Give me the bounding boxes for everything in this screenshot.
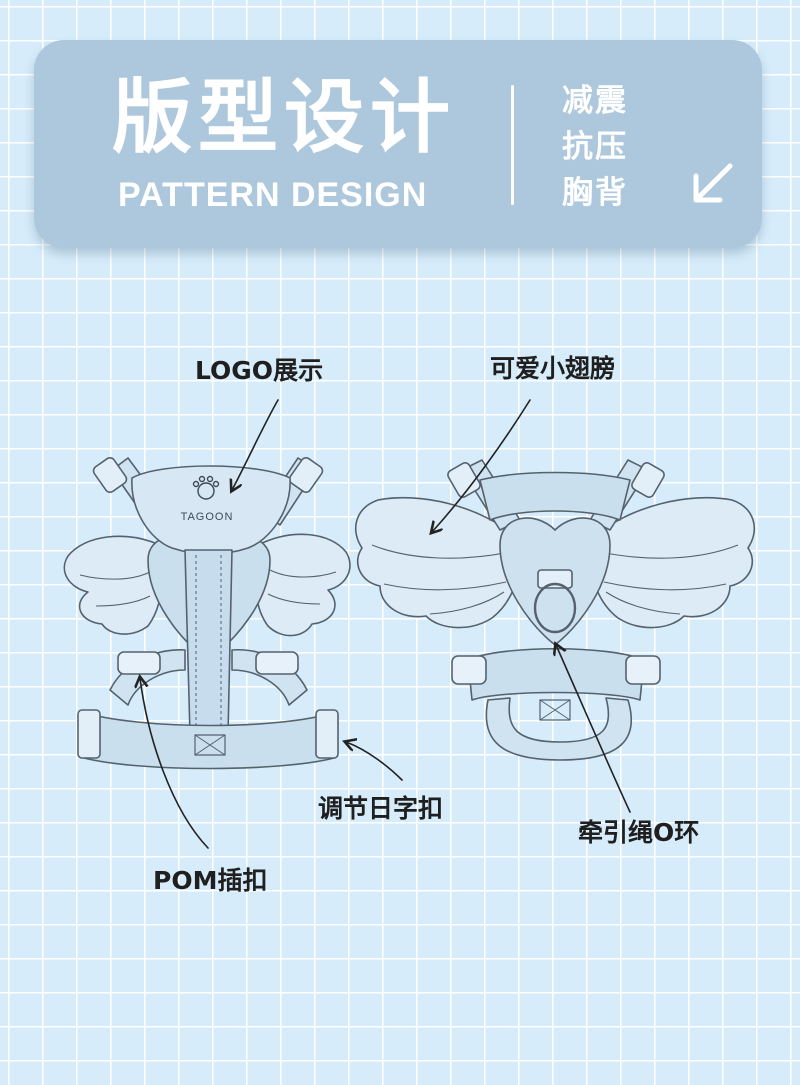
front-wing-right — [254, 533, 351, 637]
arrow-wings — [432, 399, 531, 532]
front-wing-left — [63, 535, 164, 635]
harness-front: TAGOON — [63, 456, 351, 770]
arrow-logo — [232, 399, 279, 490]
banner-title-en: PATTERN DESIGN — [118, 176, 428, 214]
callout-logo: LOGO展示 — [195, 356, 324, 385]
harness-back — [354, 459, 756, 761]
back-belly-band — [467, 647, 645, 701]
callout-buckle: POM插扣 — [153, 866, 268, 895]
feature-item-chest: 胸背 — [562, 175, 628, 211]
banner-divider — [511, 85, 514, 205]
banner-title-cn: 版型设计 — [112, 71, 456, 164]
front-collar — [131, 465, 291, 555]
arrow-buckle — [140, 678, 209, 849]
paw-print-icon — [192, 475, 220, 500]
arrow-leash-ring — [556, 645, 631, 813]
back-wing-right — [589, 497, 756, 629]
feature-list: 减震 抗压 胸背 — [562, 78, 628, 216]
callout-arrows — [140, 399, 631, 849]
feature-item-shock: 减震 — [562, 83, 628, 119]
arrow-down-left-icon — [693, 163, 733, 203]
callout-leash-ring: 牵引绳O环 — [578, 818, 700, 847]
header-banner: 版型设计 PATTERN DESIGN 减震 抗压 胸背 — [34, 40, 762, 248]
back-wing-left — [354, 497, 521, 629]
leash-o-ring — [533, 582, 577, 634]
arrow-adjuster — [346, 742, 403, 781]
callout-adjuster: 调节日字扣 — [318, 794, 444, 823]
front-logo-text: TAGOON — [181, 511, 234, 523]
feature-item-pressure: 抗压 — [562, 129, 628, 165]
callout-wings: 可爱小翅膀 — [490, 354, 616, 383]
